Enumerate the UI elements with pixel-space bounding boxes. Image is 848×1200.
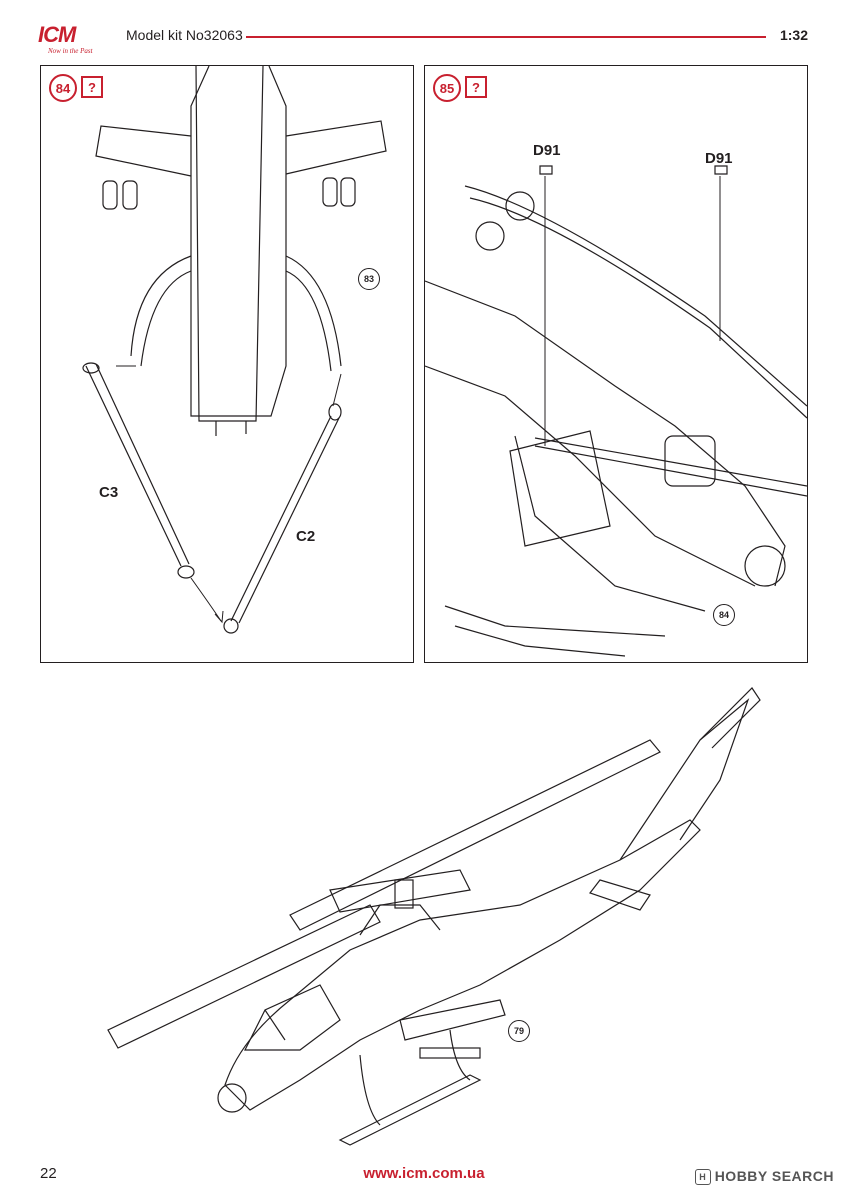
step-number-badge: 84 — [49, 74, 77, 102]
watermark-text: HOBBY SEARCH — [714, 1168, 834, 1184]
step-number-badge: 85 — [433, 74, 461, 102]
watermark-logo-icon: H — [694, 1169, 711, 1186]
page-number: 22 — [40, 1165, 57, 1182]
step-84-panel: 84 ? 83 C3 C2 — [40, 65, 414, 663]
step-85-drawing — [425, 165, 807, 657]
website-url: www.icm.com.ua — [363, 1165, 485, 1182]
scale-label: 1:32 — [779, 27, 808, 43]
part-label-c3: C3 — [99, 484, 119, 501]
step-85-panel: 85 ? D91 D91 84 — [424, 65, 808, 663]
part-label-c2: C2 — [296, 528, 316, 545]
ref-step-79: 79 — [508, 1020, 530, 1042]
part-label-d91: D91 — [705, 150, 733, 167]
header-rule — [246, 36, 766, 38]
part-label-d91: D91 — [533, 142, 561, 159]
logo-mark: ICM — [38, 22, 76, 47]
icm-logo: ICM Now in the Past — [38, 22, 114, 55]
kit-number: Model kit No32063 — [126, 27, 243, 43]
step-question-box: ? — [465, 76, 487, 98]
ref-step-84: 84 — [713, 604, 735, 626]
step-question-box: ? — [81, 76, 103, 98]
ref-step-83: 83 — [358, 268, 380, 290]
page-header: ICM Now in the Past Model kit No32063 1:… — [0, 0, 848, 60]
step-84-drawing — [82, 66, 387, 634]
logo-slogan: Now in the Past — [48, 47, 93, 55]
